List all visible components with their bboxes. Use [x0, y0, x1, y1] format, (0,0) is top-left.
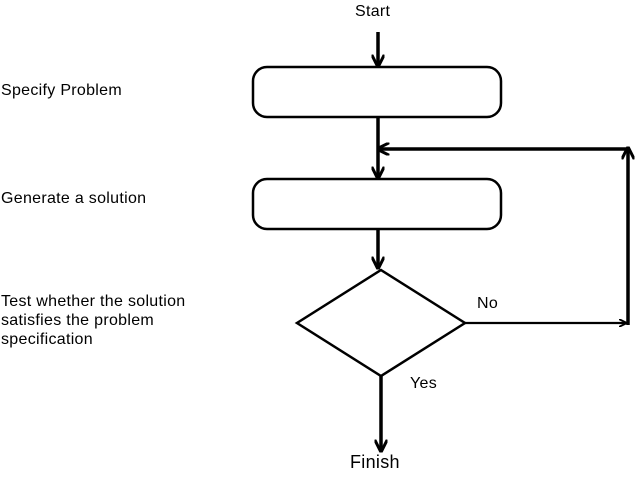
test-label-line-2: satisfies the problem	[1, 312, 155, 329]
specify-problem-box	[251, 65, 503, 119]
test-solution-label: Test whether the solution satisfies the …	[1, 292, 186, 349]
test-label-line-3: specification	[1, 331, 93, 348]
finish-label: Finish	[350, 452, 400, 472]
start-label: Start	[355, 3, 391, 20]
yes-branch-label: Yes	[410, 375, 438, 392]
test-decision-diamond	[294, 268, 468, 378]
no-branch-label: No	[477, 295, 499, 312]
specify-problem-label: Specify Problem	[1, 82, 122, 99]
generate-solution-label: Generate a solution	[1, 190, 147, 207]
generate-solution-box	[251, 177, 503, 231]
test-label-line-1: Test whether the solution	[1, 293, 186, 310]
